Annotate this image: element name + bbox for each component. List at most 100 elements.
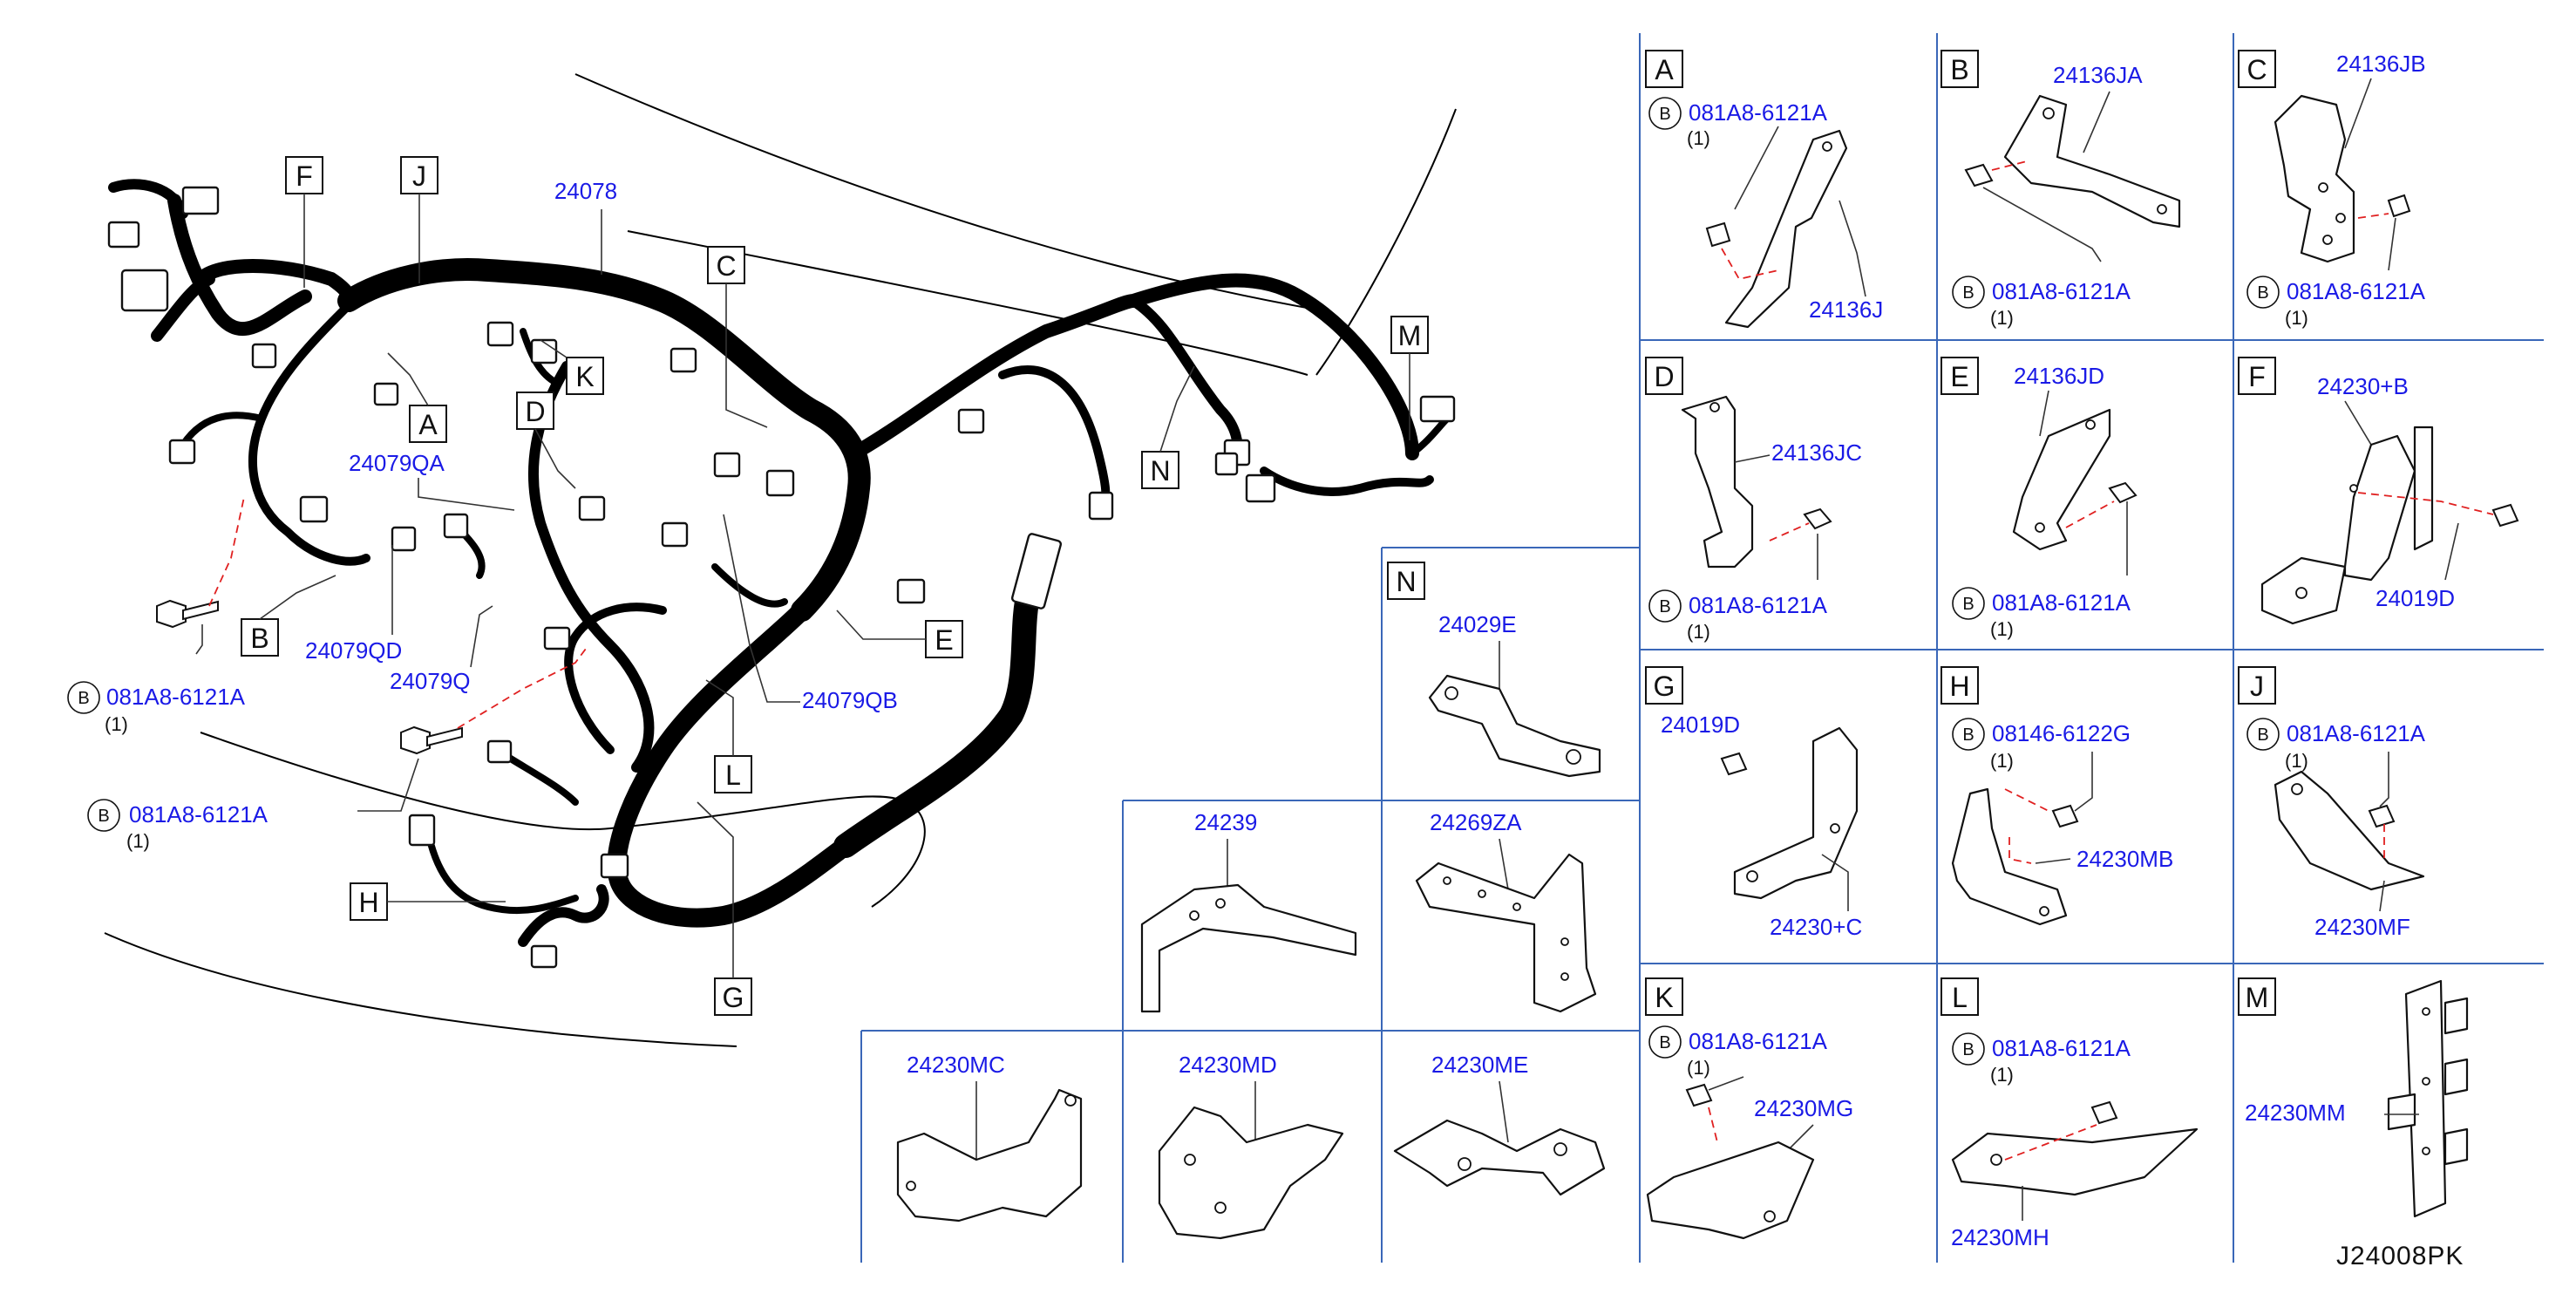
harness-connectors <box>107 186 1456 969</box>
svg-text:B: B <box>250 623 268 654</box>
detail-cell-H: H B 08146-6122G (1) 24230MB <box>1940 666 2173 926</box>
svg-text:24136JD: 24136JD <box>2014 363 2104 389</box>
svg-text:081A8-6121A: 081A8-6121A <box>1992 1035 2131 1061</box>
svg-text:B: B <box>1962 283 1974 303</box>
svg-text:B: B <box>2257 725 2268 745</box>
svg-text:B: B <box>1659 1033 1670 1052</box>
label-24079QD: 24079QD <box>305 545 402 664</box>
svg-text:H: H <box>1949 671 1969 702</box>
svg-text:C: C <box>716 250 736 282</box>
svg-text:G: G <box>723 982 744 1013</box>
svg-text:24230ME: 24230ME <box>1431 1052 1528 1078</box>
svg-text:B: B <box>2257 283 2268 303</box>
detail-cell-E: E 24136JD B 081A8-6121A (1) <box>1940 357 2138 640</box>
detail-cell-J: J B 081A8-6121A (1) 24230MF <box>2238 666 2426 940</box>
svg-text:081A8-6121A: 081A8-6121A <box>2287 278 2426 304</box>
svg-text:24136JC: 24136JC <box>1771 439 1862 466</box>
svg-text:(1): (1) <box>1687 127 1710 149</box>
svg-text:(1): (1) <box>1687 621 1710 643</box>
label-24079Q: 24079Q <box>390 605 493 694</box>
svg-text:081A8-6121A: 081A8-6121A <box>1992 278 2131 304</box>
svg-text:24079Q: 24079Q <box>390 668 471 694</box>
svg-text:D: D <box>1654 361 1674 392</box>
svg-text:B: B <box>1659 105 1670 124</box>
detail-cell-F: F 24230+B 24019D <box>2238 357 2519 625</box>
svg-text:24230MD: 24230MD <box>1179 1052 1277 1078</box>
svg-text:(1): (1) <box>2285 307 2308 329</box>
main-harness-label: 24078 <box>554 178 617 275</box>
label-24079QA: 24079QA <box>349 450 515 511</box>
svg-text:M: M <box>1398 320 1422 351</box>
svg-text:J: J <box>412 160 426 192</box>
svg-text:E: E <box>1950 361 1968 392</box>
svg-text:E: E <box>935 624 953 656</box>
main-bolt-2: B 081A8-6121A (1) <box>87 644 589 852</box>
svg-text:(1): (1) <box>1990 307 2014 329</box>
svg-text:C: C <box>2246 54 2267 85</box>
svg-text:B: B <box>98 807 109 826</box>
detail-grid <box>860 33 2544 1263</box>
callout-box-A: A <box>387 352 447 443</box>
svg-text:081A8-6121A: 081A8-6121A <box>1689 592 1828 618</box>
svg-text:N: N <box>1396 566 1416 597</box>
svg-text:24230+C: 24230+C <box>1770 914 1862 940</box>
svg-text:G: G <box>1654 671 1675 702</box>
part-24230MC: 24230MC <box>896 1052 1083 1222</box>
callout-box-K: K <box>540 339 604 395</box>
svg-text:F: F <box>2248 361 2266 392</box>
detail-cell-G: G 24019D 24230+C <box>1645 666 1862 940</box>
svg-text:(1): (1) <box>126 830 150 852</box>
label-24079QB: 24079QB <box>723 514 898 713</box>
callout-box-J: J <box>400 156 438 283</box>
svg-text:N: N <box>1150 455 1170 487</box>
svg-text:24230MM: 24230MM <box>2245 1100 2346 1126</box>
callout-box-L: L <box>705 679 752 793</box>
svg-text:B: B <box>1950 54 1968 85</box>
svg-text:A: A <box>1655 54 1674 85</box>
svg-text:24029E: 24029E <box>1438 611 1517 637</box>
svg-text:B: B <box>1962 1040 1974 1059</box>
svg-text:24079QA: 24079QA <box>349 450 445 476</box>
svg-text:08146-6122G: 08146-6122G <box>1992 720 2131 746</box>
part-24230MD: 24230MD <box>1158 1052 1344 1240</box>
svg-text:H: H <box>358 887 378 918</box>
svg-text:081A8-6121A: 081A8-6121A <box>1689 1028 1828 1054</box>
svg-text:(1): (1) <box>1687 1057 1710 1079</box>
svg-text:L: L <box>725 759 741 791</box>
part-24239: 24239 <box>1140 809 1357 1013</box>
part-24230ME: 24230ME <box>1393 1052 1606 1196</box>
svg-text:24136JB: 24136JB <box>2336 51 2426 77</box>
svg-text:24239: 24239 <box>1194 809 1257 835</box>
svg-text:24230MF: 24230MF <box>2314 914 2410 940</box>
detail-cell-A: A B 081A8-6121A (1) 24136J <box>1645 50 1883 329</box>
main-bolt-1: B 081A8-6121A (1) <box>67 496 246 735</box>
svg-text:K: K <box>575 361 594 392</box>
svg-text:(1): (1) <box>105 713 128 735</box>
callout-box-F: F <box>285 156 323 288</box>
svg-text:J: J <box>2250 671 2264 702</box>
svg-text:24019D: 24019D <box>1661 712 1740 738</box>
detail-cell-L: L B 081A8-6121A (1) 24230MH <box>1940 977 2199 1250</box>
svg-text:(1): (1) <box>1990 750 2014 772</box>
callout-box-E: E <box>836 610 963 658</box>
svg-text:24230+B: 24230+B <box>2317 373 2409 399</box>
svg-text:24079QD: 24079QD <box>305 637 402 664</box>
diagram-reference-code: J24008PK <box>2336 1242 2464 1270</box>
svg-text:K: K <box>1655 982 1673 1013</box>
callout-box-B: B <box>241 575 336 657</box>
svg-text:B: B <box>1659 597 1670 616</box>
svg-text:24136J: 24136J <box>1809 296 1883 323</box>
svg-text:081A8-6121A: 081A8-6121A <box>1992 589 2131 616</box>
svg-text:A: A <box>418 409 438 440</box>
part-24269ZA: 24269ZA <box>1415 809 1597 1013</box>
svg-text:081A8-6121A: 081A8-6121A <box>2287 720 2426 746</box>
svg-text:081A8-6121A: 081A8-6121A <box>106 684 246 710</box>
svg-text:(1): (1) <box>2285 750 2308 772</box>
svg-text:B: B <box>1962 595 1974 614</box>
detail-cell-N: N 24029E <box>1387 562 1601 778</box>
svg-text:(1): (1) <box>1990 618 2014 640</box>
svg-text:L: L <box>1952 982 1968 1013</box>
svg-text:24230MH: 24230MH <box>1951 1224 2049 1250</box>
svg-text:081A8-6121A: 081A8-6121A <box>1689 99 1828 126</box>
